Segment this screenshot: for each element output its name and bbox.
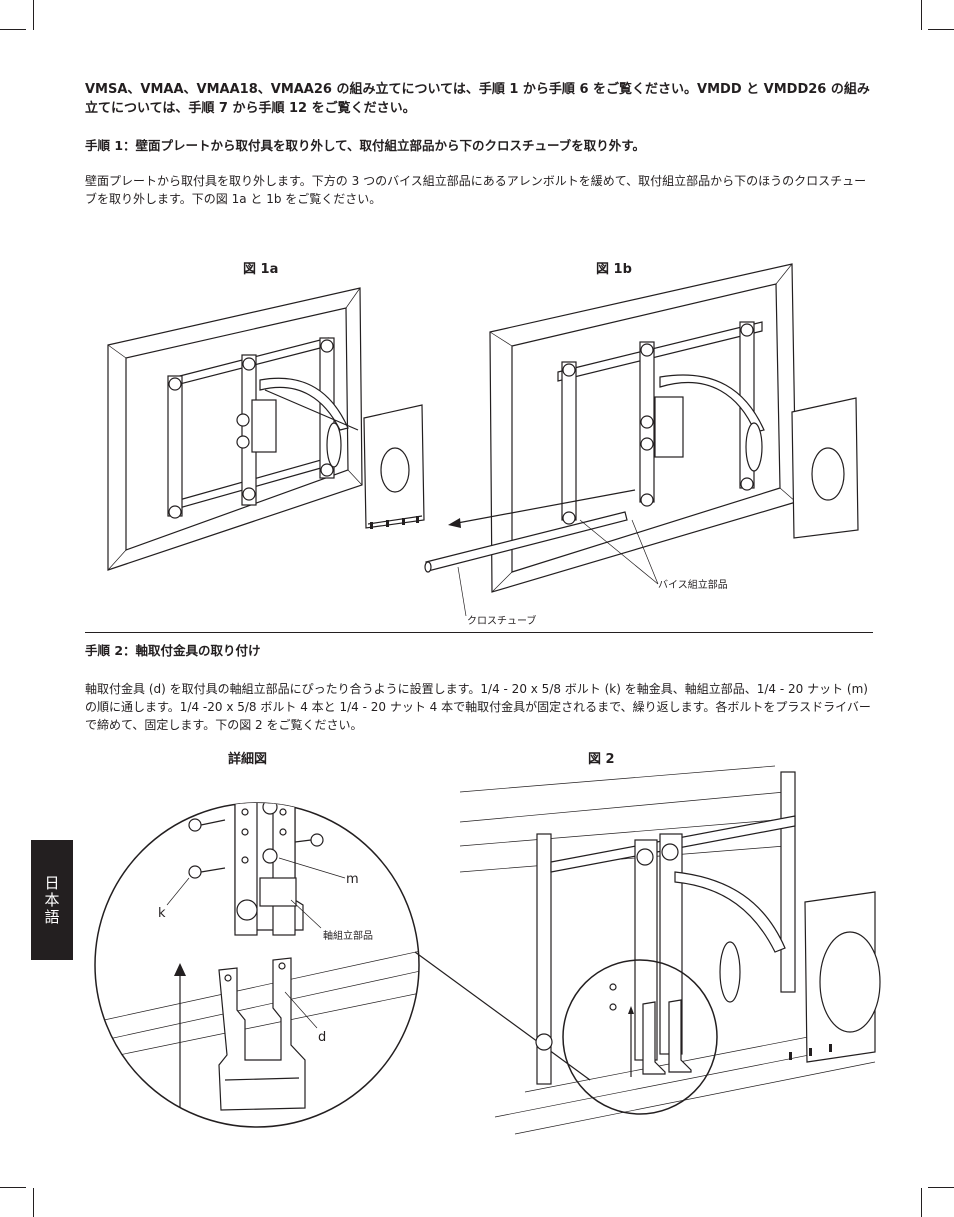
fig1a-label: 図 1a — [243, 262, 279, 277]
figure-2 — [459, 765, 881, 1135]
crop-mark — [928, 1187, 954, 1188]
detail-label: 詳細図 — [228, 752, 268, 767]
step1-body: 壁面プレートから取付具を取り外します。下方の 3 つのバイス組立部品にあるアレン… — [85, 174, 867, 206]
crop-mark — [921, 0, 922, 30]
fig2-label: 図 2 — [588, 752, 615, 767]
fig1b-label: 図 1b — [596, 262, 632, 277]
crop-mark — [921, 1188, 922, 1217]
crop-mark — [33, 1188, 34, 1217]
callout-k: k — [158, 906, 166, 921]
callout-vise-assembly: バイス組立部品 — [658, 580, 728, 591]
callout-m: m — [346, 872, 359, 887]
language-tab-label: 日本語 — [42, 874, 61, 926]
callout-cross-tube: クロスチューブ — [467, 616, 537, 627]
callout-d: d — [318, 1030, 327, 1045]
step2-body: 軸取付金具 (d) を取付具の軸組立部品にぴったり合うように設置します。1/4 … — [85, 682, 871, 732]
figure-1a — [107, 287, 425, 571]
crop-mark — [0, 29, 26, 30]
step2-title: 手順 2：軸取付金具の取り付け — [85, 643, 261, 658]
language-tab: 日本語 — [31, 840, 73, 960]
crop-mark — [0, 1187, 26, 1188]
section-divider — [85, 632, 873, 633]
crop-mark — [33, 0, 34, 30]
figure-1b — [424, 263, 859, 617]
detail-figure — [94, 802, 420, 1128]
intro-text: VMSA、VMAA、VMAA18、VMAA26 の組み立てについては、手順 1 … — [85, 82, 870, 116]
step1-title: 手順 1：壁面プレートから取付具を取り外して、取付組立部品から下のクロスチューブ… — [85, 138, 646, 153]
callout-axis-assembly: 軸組立部品 — [323, 931, 373, 942]
crop-mark — [928, 29, 954, 30]
